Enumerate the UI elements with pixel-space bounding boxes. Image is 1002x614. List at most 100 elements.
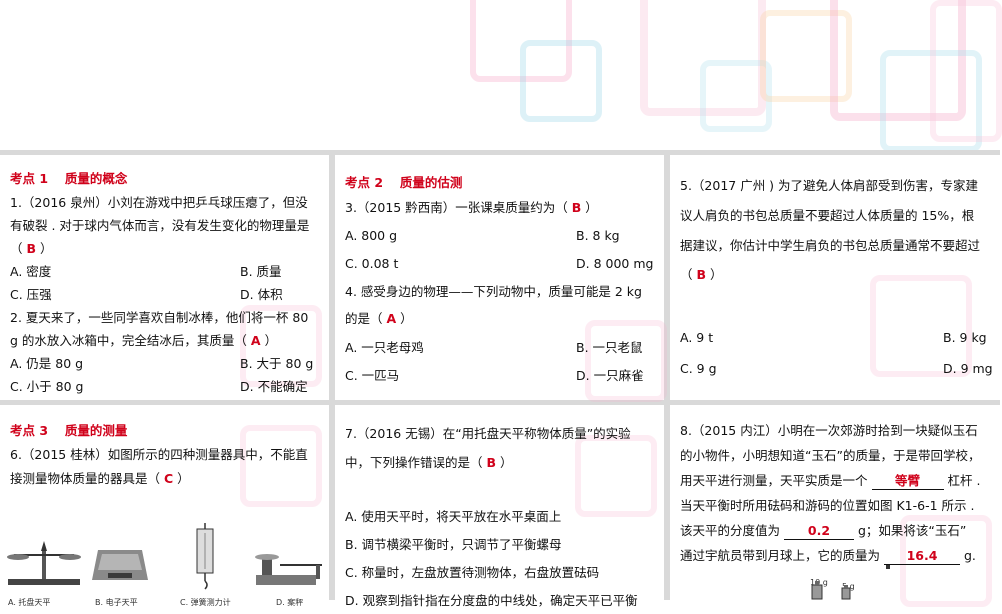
question-text-part: 该天平的分度值为 bbox=[680, 523, 781, 538]
section-title: 考点 2 质量的估测 bbox=[345, 175, 463, 190]
option-b: B. 质量 bbox=[240, 264, 282, 279]
question-text: 5.（2017 广州 ) 为了避免人体肩部受到伤害，专家建 bbox=[680, 178, 979, 193]
option-b: B. 大于 80 g bbox=[240, 356, 314, 371]
option-d: D. 观察到指针指在分度盘的中线处，确定天平已平衡 bbox=[345, 593, 638, 608]
option-b: B. 一只老鼠 bbox=[576, 340, 643, 355]
paren-open: （ bbox=[680, 267, 693, 282]
figure-caption: B. 电子天平 bbox=[95, 598, 138, 607]
option-b: B. 9 kg bbox=[943, 330, 987, 345]
question-text-part: 用天平进行测量，天平实质是一个 bbox=[680, 473, 868, 488]
option-b: B. 调节横梁平衡时，只调节了平衡螺母 bbox=[345, 537, 562, 552]
question-text: 有破裂 . 对于球内气体而言，没有发生变化的物理量是 bbox=[10, 218, 310, 233]
figure-dot bbox=[886, 565, 890, 569]
option-d: D. 不能确定 bbox=[240, 379, 308, 394]
question-text: 议人肩负的书包总质量不要超过人体质量的 15%，根 bbox=[680, 208, 975, 223]
decor-square bbox=[520, 40, 602, 122]
question-text-part: g 的水放入冰箱中，完全结冰后，其质量（ bbox=[10, 333, 247, 348]
question-text: 6.（2015 桂林）如图所示的四种测量器具中，不能直 bbox=[10, 447, 308, 462]
section-title: 考点 3 质量的测量 bbox=[10, 423, 128, 438]
answer-blank: 16.4 bbox=[884, 548, 960, 565]
question-text-part: 的是（ bbox=[345, 311, 383, 326]
answer-bracket: （ B ） bbox=[680, 263, 723, 286]
answer-mark: B bbox=[571, 200, 582, 215]
figure-caption: A. 托盘天平 bbox=[8, 598, 51, 607]
decor-square bbox=[575, 435, 657, 517]
platform-scale-figure bbox=[255, 554, 322, 585]
electronic-balance-figure bbox=[92, 550, 148, 580]
answer-mark: C bbox=[164, 471, 174, 486]
option-a: A. 仍是 80 g bbox=[10, 356, 84, 371]
option-b: B. 8 kg bbox=[576, 228, 620, 243]
question-text: 的是（ A ） bbox=[345, 307, 413, 330]
option-a: A. 9 t bbox=[680, 330, 714, 345]
answer-mark: B bbox=[26, 241, 37, 256]
answer-bracket: （ B ） bbox=[10, 237, 53, 260]
paren-close: ） bbox=[710, 267, 723, 282]
decor-square bbox=[900, 515, 992, 607]
question-text-part: 杠杆 . bbox=[947, 473, 981, 488]
answer-mark: A bbox=[386, 311, 397, 326]
decor-square bbox=[240, 425, 322, 507]
weights-figure bbox=[811, 581, 851, 600]
figure-caption: C. 弹簧测力计 bbox=[180, 598, 231, 607]
question-text: 3.（2015 黔西南）一张课桌质量约为（ B ） bbox=[345, 196, 598, 219]
tray-balance-figure bbox=[7, 541, 81, 585]
paren-close: ） bbox=[40, 241, 53, 256]
question-text: 据建议，你估计中学生肩负的书包总质量通常不要超过 bbox=[680, 238, 981, 253]
question-text: 用天平进行测量，天平实质是一个 等臂 杠杆 . bbox=[680, 469, 980, 492]
question-text-part: 接测量物体质量的器具是（ bbox=[10, 471, 161, 486]
option-c: C. 一匹马 bbox=[345, 368, 400, 383]
option-a: A. 800 g bbox=[345, 228, 398, 243]
answer-mark: B bbox=[696, 267, 707, 282]
decor-square bbox=[830, 0, 966, 121]
answer-mark: B bbox=[486, 455, 497, 470]
option-c: C. 小于 80 g bbox=[10, 379, 84, 394]
decor-square bbox=[640, 0, 766, 116]
option-a: A. 密度 bbox=[10, 264, 52, 279]
option-a: A. 一只老母鸡 bbox=[345, 340, 424, 355]
option-d: D. 体积 bbox=[240, 287, 283, 302]
paren-close: ） bbox=[400, 311, 413, 326]
decor-square bbox=[240, 305, 322, 387]
question-text: 通过宇航员带到月球上，它的质量为 16.4 g. bbox=[680, 544, 976, 567]
weight-label: 5 g bbox=[842, 582, 855, 591]
question-text: 7.（2016 无锡）在“用托盘天平称物体质量”的实验 bbox=[345, 426, 631, 441]
option-c: C. 称量时，左盘放置待测物体，右盘放置砝码 bbox=[345, 565, 600, 580]
panel-q1-q2: 考点 1 质量的概念 1.（2016 泉州）小刘在游戏中把乒乓球压瘪了，但没 有… bbox=[0, 155, 329, 400]
decor-square bbox=[880, 50, 982, 152]
panel-q3-q4: 考点 2 质量的估测 3.（2015 黔西南）一张课桌质量约为（ B ） A. … bbox=[335, 155, 667, 402]
answer-blank: 等臂 bbox=[871, 473, 944, 490]
question-text-part: 中，下列操作错误的是（ bbox=[345, 455, 483, 470]
question-text: g 的水放入冰箱中，完全结冰后，其质量（ A ） bbox=[10, 329, 277, 352]
paren-close: ） bbox=[264, 333, 278, 348]
paren-close: ） bbox=[585, 200, 598, 215]
panel-q7: 7.（2016 无锡）在“用托盘天平称物体质量”的实验 中，下列操作错误的是（ … bbox=[335, 405, 664, 608]
option-d: D. 一只麻雀 bbox=[576, 368, 644, 383]
question-text: 中，下列操作错误的是（ B ） bbox=[345, 451, 513, 474]
question-text: 的小物件，小明想知道“玉石”的质量，于是带回学校， bbox=[680, 448, 981, 463]
option-d: D. 8 000 mg bbox=[576, 256, 654, 271]
panel-q5: 5.（2017 广州 ) 为了避免人体肩部受到伤害，专家建 议人肩负的书包总质量… bbox=[670, 155, 1000, 400]
decor-square bbox=[930, 0, 1002, 142]
question-text-part: g. bbox=[963, 548, 976, 563]
option-d: D. 9 mg bbox=[943, 361, 993, 376]
panel-q6: 考点 3 质量的测量 6.（2015 桂林）如图所示的四种测量器具中，不能直 接… bbox=[0, 405, 329, 607]
option-c: C. 9 g bbox=[680, 361, 717, 376]
header-banner bbox=[0, 0, 1002, 152]
question-text: 4. 感受身边的物理——下列动物中，质量可能是 2 kg bbox=[345, 284, 642, 299]
option-a: A. 使用天平时，将天平放在水平桌面上 bbox=[345, 509, 562, 524]
question-text-part: 3.（2015 黔西南）一张课桌质量约为（ bbox=[345, 200, 568, 215]
question-text: 接测量物体质量的器具是（ C ） bbox=[10, 467, 190, 490]
answer-blank: 0.2 bbox=[784, 523, 854, 540]
question-text: 2. 夏天来了，一些同学喜欢自制冰棒，他们将一杯 80 bbox=[10, 310, 309, 325]
question-text: 1.（2016 泉州）小刘在游戏中把乒乓球压瘪了，但没 bbox=[10, 195, 308, 210]
question-text-part: g；如果将该“玉石” bbox=[857, 523, 967, 538]
question-text-part: 通过宇航员带到月球上，它的质量为 bbox=[680, 548, 881, 563]
paren-close: ） bbox=[177, 471, 190, 486]
question-text: 8.（2015 内江）小明在一次郊游时拾到一块疑似玉石 bbox=[680, 423, 978, 438]
answer-mark: A bbox=[250, 333, 261, 348]
decor-square bbox=[585, 320, 667, 402]
figure-caption: D. 案秤 bbox=[276, 598, 304, 607]
paren-close: ） bbox=[500, 455, 513, 470]
paren-open: （ bbox=[10, 241, 23, 256]
